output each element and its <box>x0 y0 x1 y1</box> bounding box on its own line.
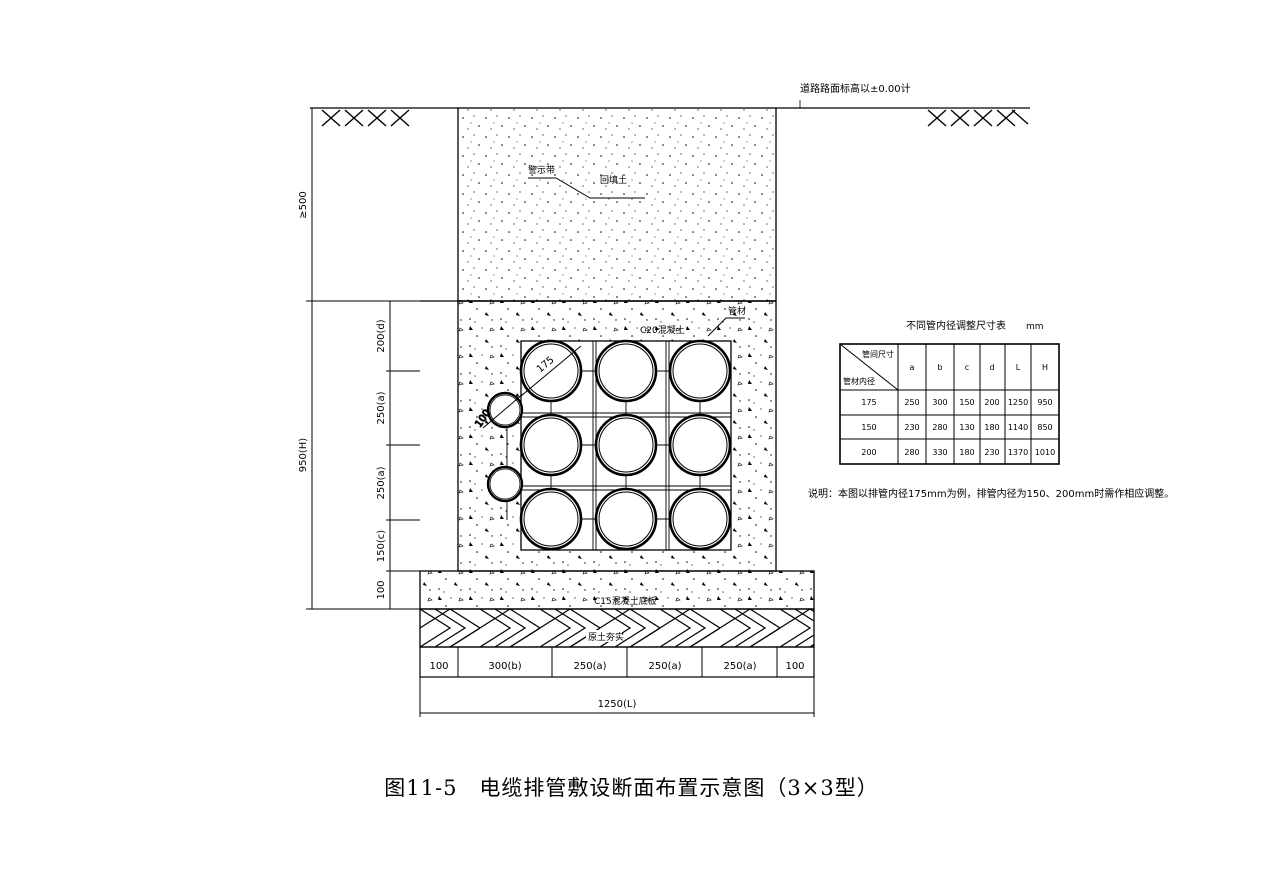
dim-c: 150(c) <box>376 530 387 562</box>
table-cell: 1370 <box>1008 448 1028 457</box>
table-cell: 180 <box>959 448 974 457</box>
table-header-l: L <box>1016 363 1021 372</box>
rammed-soil-layer: 原土夯实 <box>419 608 815 648</box>
table-corner-top: 管间尺寸 <box>862 349 894 359</box>
dim-bottom-3: 250(a) <box>573 661 606 672</box>
warning-tape-leader: 警示带 回填土 <box>528 164 645 199</box>
figure-caption: 图11-5 电缆排管敷设断面布置示意图（3×3型） <box>384 776 879 800</box>
table-cell: 180 <box>984 423 999 432</box>
pipe-r3-c3 <box>668 487 732 551</box>
dim-min-depth: ≥500 <box>298 191 309 218</box>
table-cell: 230 <box>984 448 999 457</box>
c15-base-slab: C15混凝土底板 <box>419 570 815 610</box>
dim-base: 100 <box>376 580 387 599</box>
table-cell: 280 <box>932 423 947 432</box>
dim-d: 200(d) <box>376 319 387 352</box>
table-cell: 150 <box>861 423 876 432</box>
left-dimensions <box>306 108 420 610</box>
table-cell: 1250 <box>1008 398 1028 407</box>
table-cell: 150 <box>959 398 974 407</box>
table-cell: 330 <box>932 448 947 457</box>
dim-height-h: 950(H) <box>298 438 309 473</box>
dim-a-lower: 250(a) <box>376 466 387 499</box>
table-cell: 950 <box>1037 398 1052 407</box>
small-pipe-upper <box>486 391 524 429</box>
bottom-dimensions: 100 300(b) 250(a) 250(a) 250(a) 100 1250… <box>419 646 815 717</box>
table-unit: mm <box>1026 322 1044 332</box>
ground-surface: 道路路面标高以±0.00计 <box>310 82 1030 109</box>
dim-bottom-1: 100 <box>429 661 448 672</box>
table-cell: 230 <box>904 423 919 432</box>
c15-label: C15混凝土底板 <box>594 595 657 607</box>
table-note: 说明：本图以排管内径175mm为例，排管内径为150、200mm时需作相应调整。 <box>808 487 1174 500</box>
adjustment-table: 不同管内径调整尺寸表 mm 管间尺寸 管材内径 a b c d L H 175 … <box>808 319 1174 500</box>
pipe-r2-c1 <box>519 413 583 477</box>
pipe-r2-c2 <box>594 413 658 477</box>
table-header-a: a <box>910 363 915 372</box>
table-corner-bottom: 管材内径 <box>843 376 875 386</box>
backfill-label: 回填土 <box>600 174 627 186</box>
road-level-label: 道路路面标高以±0.00计 <box>800 82 911 95</box>
table-cell: 200 <box>861 448 876 457</box>
soil-hatch-left <box>321 109 410 127</box>
rammed-soil-label: 原土夯实 <box>588 631 624 643</box>
table-header-b: b <box>937 363 942 372</box>
table-cell: 200 <box>984 398 999 407</box>
main-pipes <box>519 339 732 551</box>
dim-bottom-5: 250(a) <box>723 661 756 672</box>
table-header-c: c <box>965 363 969 372</box>
table-title: 不同管内径调整尺寸表 <box>906 319 1006 332</box>
dim-total-length: 1250(L) <box>598 699 637 710</box>
c20-label: C20混凝土 <box>640 324 685 336</box>
dim-bottom-6: 100 <box>785 661 804 672</box>
table-cell: 300 <box>932 398 947 407</box>
pipe-r3-c2 <box>594 487 658 551</box>
table-cell: 175 <box>861 398 876 407</box>
table-cell: 850 <box>1037 423 1052 432</box>
pipe-r1-c3 <box>668 339 732 403</box>
soil-hatch-right <box>927 109 1029 127</box>
dim-a-upper: 250(a) <box>376 391 387 424</box>
small-pipe-lower <box>486 465 524 503</box>
pipe-r1-c2 <box>594 339 658 403</box>
table-header-d: d <box>989 363 994 372</box>
warning-tape-label: 警示带 <box>528 164 555 176</box>
table-cell: 130 <box>959 423 974 432</box>
table-cell: 1010 <box>1035 448 1055 457</box>
table-cell: 250 <box>904 398 919 407</box>
table-cell: 1140 <box>1008 423 1028 432</box>
pipe-material-label: 管材 <box>728 305 746 317</box>
pipe-r3-c1 <box>519 487 583 551</box>
dim-bottom-2: 300(b) <box>488 661 521 672</box>
backfill-zone <box>457 107 777 302</box>
table-header-h: H <box>1042 363 1048 372</box>
table-cell: 280 <box>904 448 919 457</box>
dim-bottom-4: 250(a) <box>648 661 681 672</box>
pipe-r2-c3 <box>668 413 732 477</box>
